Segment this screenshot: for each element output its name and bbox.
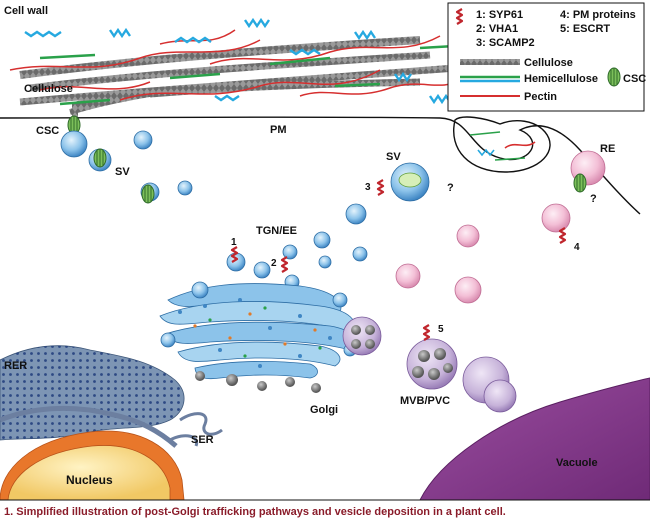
vacuole-label: Vacuole <box>556 457 598 469</box>
secretory-vesicles-left <box>88 130 193 204</box>
zigzag-3-icon <box>376 178 385 197</box>
legend-item-3: 3: SCAMP2 <box>476 37 535 49</box>
mvb-pvc-label: MVB/PVC <box>400 395 450 407</box>
mvb-pvc <box>342 316 517 413</box>
legend-hemicellulose: Hemicellulose <box>524 73 598 85</box>
golgi-apparatus <box>159 281 357 380</box>
endoplasmic-reticulum <box>0 345 185 448</box>
pm-label: PM <box>270 124 287 136</box>
marker-1: 1 <box>231 237 237 248</box>
blue-vesicles <box>226 203 368 290</box>
sv-label-left: SV <box>115 166 130 178</box>
sv-label-right: SV <box>386 151 401 163</box>
legend-cellulose: Cellulose <box>524 57 573 69</box>
rer-label: RER <box>4 360 27 372</box>
pink-vesicles <box>395 203 571 304</box>
nucleus-label: Nucleus <box>66 473 113 487</box>
legend-item-1: 1: SYP61 <box>476 9 523 21</box>
csc-label: CSC <box>36 125 59 137</box>
legend-csc: CSC <box>623 73 646 85</box>
sv-right <box>390 162 430 202</box>
cellulose-fibrils <box>19 36 456 118</box>
legend: 1: SYP61 2: VHA1 3: SCAMP2 4: PM protein… <box>447 2 646 112</box>
recycling-endosome <box>570 150 606 193</box>
tgn-ee-label: TGN/EE <box>256 225 297 237</box>
re-label: RE <box>600 143 615 155</box>
golgi-label: Golgi <box>310 404 338 416</box>
plasma-membrane <box>0 116 641 215</box>
sv-at-membrane <box>60 130 88 158</box>
question-mark-2: ? <box>590 193 597 205</box>
zigzag-4-icon <box>558 226 567 245</box>
cell-wall-region <box>9 17 496 118</box>
question-mark-1: ? <box>447 182 454 194</box>
cellulose-label: Cellulose <box>24 83 73 95</box>
marker-3: 3 <box>365 182 371 193</box>
zigzag-5-icon <box>422 323 431 342</box>
grey-vesicles <box>195 371 321 393</box>
nucleus <box>0 430 185 501</box>
marker-2: 2 <box>271 258 277 269</box>
figure-caption: 1. Simplified illustration of post-Golgi… <box>4 506 506 518</box>
ser-label: SER <box>191 434 214 446</box>
endocytic-pocket <box>453 116 551 173</box>
hemicellulose-blue <box>24 17 493 105</box>
pocket-wall-material <box>469 131 536 161</box>
marker-5: 5 <box>438 324 444 335</box>
marker-4: 4 <box>574 242 580 253</box>
zigzag-2-icon <box>280 255 289 274</box>
legend-pectin: Pectin <box>524 91 557 103</box>
legend-item-4: 4: PM proteins <box>560 9 636 21</box>
smooth-er <box>169 412 223 447</box>
vacuole <box>419 377 650 501</box>
legend-item-2: 2: VHA1 <box>476 23 518 35</box>
csc-legend-icon <box>607 67 621 87</box>
cell-wall-label: Cell wall <box>4 5 48 17</box>
legend-item-5: 5: ESCRT <box>560 23 610 35</box>
